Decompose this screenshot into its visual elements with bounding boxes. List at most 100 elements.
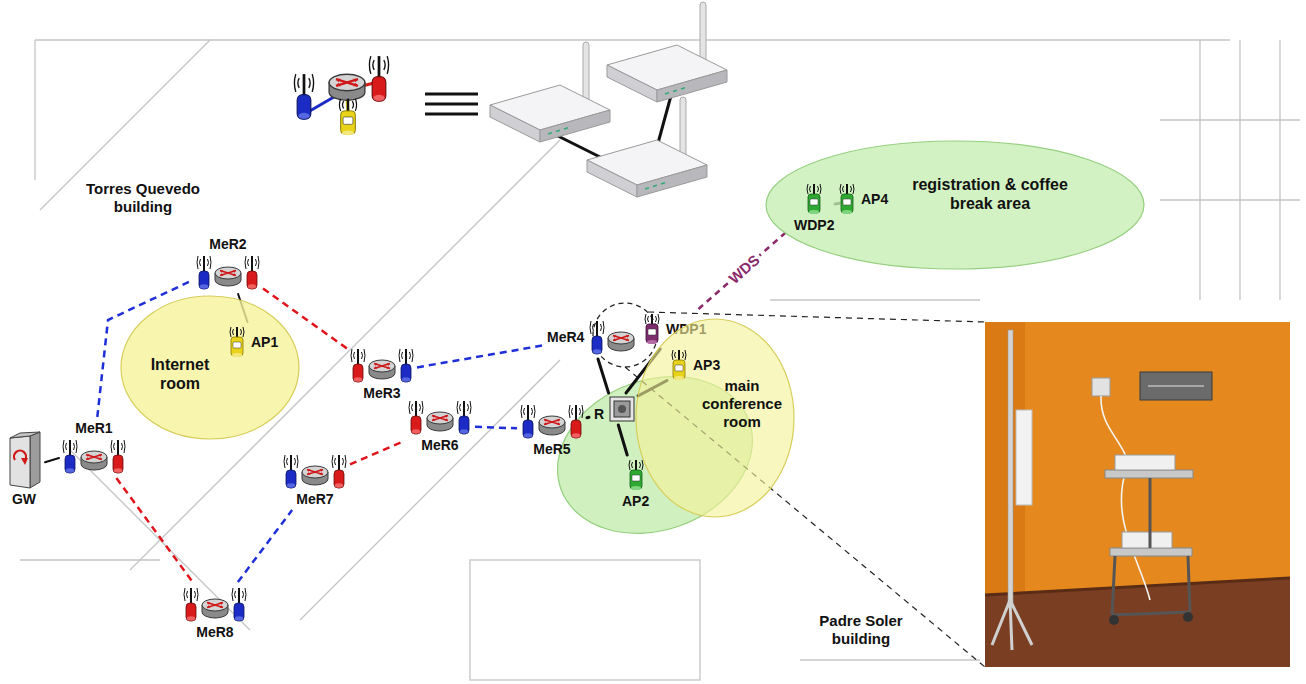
mesh-link xyxy=(116,478,192,582)
router-icon xyxy=(608,332,634,351)
wall-line xyxy=(35,39,1230,40)
router-photo xyxy=(490,42,610,142)
device-label: GW xyxy=(10,491,38,507)
device-icon xyxy=(643,312,661,346)
equivalence-bar xyxy=(425,93,478,96)
ellipse-outline xyxy=(120,295,300,440)
device-label: AP4 xyxy=(859,191,890,207)
photo-panel-antenna xyxy=(1016,410,1032,505)
access-point: AP3 xyxy=(670,348,722,382)
ellipse-shape xyxy=(766,141,1144,269)
mesh-link xyxy=(238,510,292,582)
blue-antenna xyxy=(294,74,313,119)
access-point: AP2 xyxy=(620,458,651,509)
mesh-router: MeR1 xyxy=(62,420,126,475)
building-label: Padre Soler building xyxy=(805,612,917,648)
wall-line xyxy=(1239,40,1240,300)
floor-plan-lines xyxy=(20,40,1300,680)
router-icon xyxy=(427,412,453,431)
router-icon xyxy=(302,466,328,485)
wifi-antenna xyxy=(840,184,854,214)
photo-cable xyxy=(1101,396,1150,600)
photo-sign-detail xyxy=(1148,385,1204,387)
mesh-router: MeR8 xyxy=(183,585,247,640)
wifi-antenna xyxy=(672,350,686,380)
device-icon xyxy=(283,452,347,490)
router-icon xyxy=(539,416,565,435)
device-label: R xyxy=(592,406,606,422)
wifi-antenna xyxy=(807,184,821,214)
red-antenna xyxy=(184,588,198,621)
photo-floor xyxy=(985,578,1290,667)
wall-line xyxy=(770,299,980,300)
equivalence-sign xyxy=(425,94,478,114)
mesh-router: MeR3 xyxy=(350,346,414,401)
wall-line xyxy=(20,559,160,560)
device-label: MeR4 xyxy=(545,329,586,345)
wall-line xyxy=(800,659,980,660)
red-antenna xyxy=(332,455,346,488)
photo-cart-shelf xyxy=(1110,548,1192,556)
photo-tripod xyxy=(992,600,1032,650)
link-label: WDS xyxy=(723,249,765,289)
router-icon xyxy=(369,360,395,379)
red-antenna xyxy=(569,405,583,438)
photo-pole xyxy=(1008,330,1013,605)
device-label: WDP2 xyxy=(792,217,836,233)
access-point: AP4 xyxy=(838,182,890,216)
router-icon xyxy=(215,267,241,286)
wds-link xyxy=(699,230,790,309)
label-holder: Padre Soler building xyxy=(805,612,917,648)
blue-antenna xyxy=(63,440,77,473)
device-icon xyxy=(838,182,856,216)
access-point: AP1 xyxy=(228,325,280,359)
photo-cart-frame xyxy=(1112,478,1190,615)
area-text-holder: registration & coffee break area xyxy=(895,175,1085,213)
device-label: AP3 xyxy=(691,357,722,373)
wifi-antenna xyxy=(645,314,659,344)
device-icon xyxy=(350,346,414,384)
wired-link xyxy=(45,458,59,462)
mesh-link xyxy=(350,441,405,465)
mesh-router: MeR6 xyxy=(408,398,472,453)
mesh-router: MeR2 xyxy=(196,236,260,291)
device-icon xyxy=(805,182,823,216)
red-antenna xyxy=(369,56,388,101)
three-routers-picture xyxy=(490,2,727,197)
equivalence-bar xyxy=(425,103,478,106)
site-photo xyxy=(985,322,1290,667)
router-icon xyxy=(81,451,107,470)
wifi-antenna xyxy=(230,327,244,357)
device-label: MeR2 xyxy=(207,236,248,252)
ellipse-outline xyxy=(635,318,795,518)
area-text-holder: main conference room xyxy=(697,377,787,431)
wall-line xyxy=(1160,119,1300,120)
ellipse-shape xyxy=(121,296,299,439)
switch-box xyxy=(610,397,634,421)
device-label: AP1 xyxy=(249,334,280,350)
red-antenna xyxy=(111,440,125,473)
mesh-router: MeR7 xyxy=(283,452,347,507)
blue-antenna xyxy=(197,256,211,289)
blue-antenna xyxy=(521,405,535,438)
wall-line xyxy=(300,360,560,620)
photo-device xyxy=(1115,455,1175,470)
switch-node: R xyxy=(592,396,635,422)
photo-socket xyxy=(1092,378,1110,396)
device-icon xyxy=(520,402,584,440)
area-label: Internet room xyxy=(130,355,230,393)
area-label: main conference room xyxy=(697,377,787,431)
blue-antenna xyxy=(232,588,246,621)
photo-wall xyxy=(985,322,1290,667)
mesh-link xyxy=(417,346,542,368)
device-icon xyxy=(228,325,246,359)
equivalence-bar xyxy=(425,113,478,116)
device-label: MeR7 xyxy=(294,491,335,507)
wall-line xyxy=(34,40,35,180)
wired-link xyxy=(598,359,609,393)
router-photo xyxy=(607,2,727,102)
wall-line xyxy=(70,450,250,630)
device-label: MeR5 xyxy=(531,441,572,457)
device-icon xyxy=(627,458,645,492)
area-text-holder: Internet room xyxy=(130,355,230,393)
